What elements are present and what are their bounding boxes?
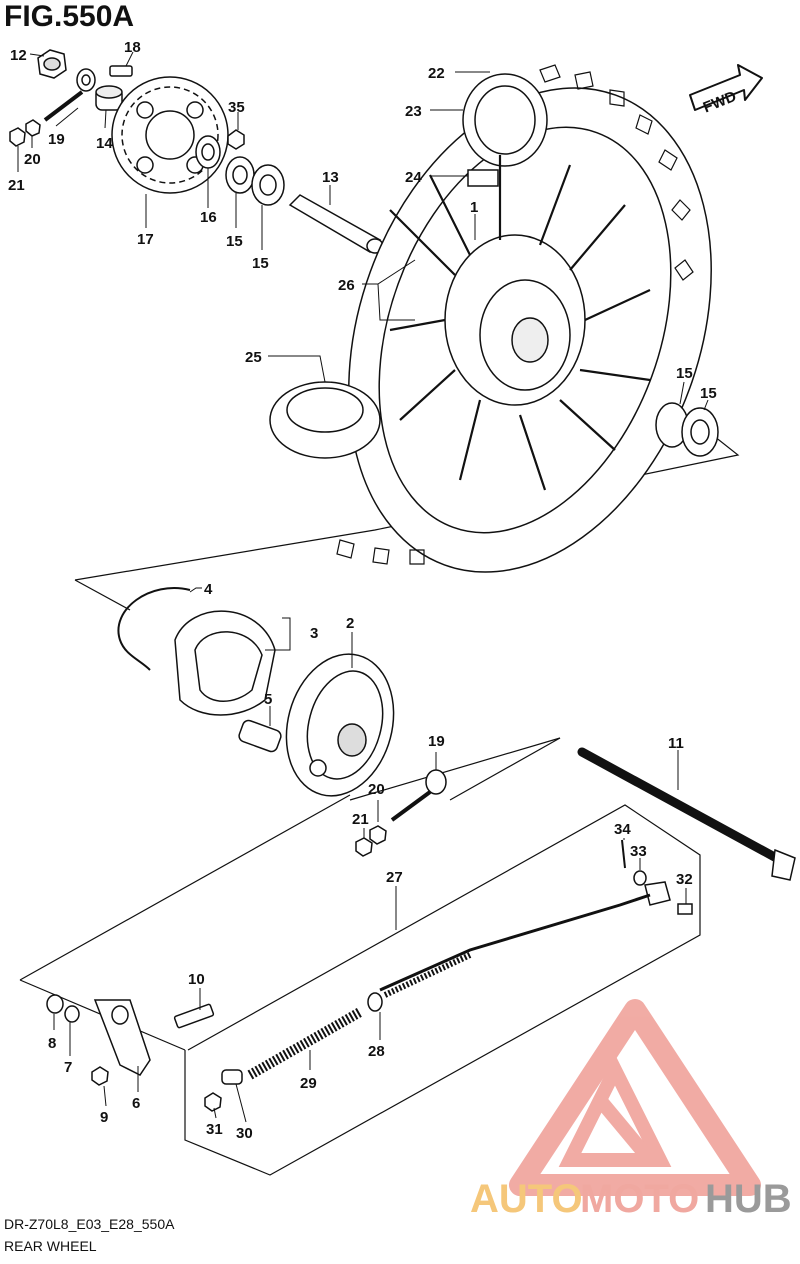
group-lines bbox=[19, 424, 740, 1176]
callout-15-c: 15 bbox=[676, 365, 693, 382]
callout-17: 17 bbox=[137, 231, 154, 248]
nut-9 bbox=[91, 1066, 109, 1086]
nut-31 bbox=[204, 1092, 222, 1112]
brake-arm-6 bbox=[93, 999, 151, 1076]
brake-rod-27 bbox=[379, 893, 651, 992]
wheel-assembly bbox=[269, 64, 719, 573]
nut-21 bbox=[9, 127, 26, 147]
watermark-hub: HUB bbox=[705, 1177, 792, 1221]
axle-11 bbox=[577, 747, 785, 865]
callout-28: 28 bbox=[368, 1043, 385, 1060]
callout-15-d: 15 bbox=[700, 385, 717, 402]
spring-29 bbox=[247, 1007, 363, 1080]
callout-8: 8 bbox=[48, 1035, 56, 1052]
callout-18: 18 bbox=[124, 39, 141, 56]
spacer-13 bbox=[288, 194, 382, 253]
spring-4 bbox=[117, 587, 191, 671]
callout-labels: 12 18 19 14 35 20 21 16 17 15 15 13 22 2… bbox=[8, 39, 717, 1142]
callout-26: 26 bbox=[338, 277, 355, 294]
bolt-18 bbox=[109, 65, 133, 77]
brake-rod-assembly bbox=[46, 839, 693, 1112]
callout-9: 9 bbox=[100, 1109, 108, 1126]
axle-head bbox=[771, 848, 796, 881]
callout-35: 35 bbox=[228, 99, 245, 116]
brake-panel-2 bbox=[285, 653, 395, 797]
callout-11: 11 bbox=[668, 735, 684, 752]
washer-7 bbox=[64, 1005, 80, 1023]
callout-29: 29 bbox=[300, 1075, 317, 1092]
callout-2: 2 bbox=[346, 615, 354, 632]
callout-15-b: 15 bbox=[252, 255, 269, 272]
brake-cam-5 bbox=[238, 719, 282, 753]
callout-1: 1 bbox=[470, 199, 478, 216]
callout-19-b: 19 bbox=[428, 733, 445, 750]
cotter-pin-34 bbox=[621, 839, 626, 869]
callout-32: 32 bbox=[676, 871, 693, 888]
nut-21b bbox=[355, 837, 373, 857]
washer-28 bbox=[367, 992, 383, 1012]
callout-23: 23 bbox=[405, 103, 422, 120]
callout-20-b: 20 bbox=[368, 781, 385, 798]
callout-12: 12 bbox=[10, 47, 27, 64]
nut-35 bbox=[227, 129, 245, 150]
nut-20b bbox=[369, 825, 387, 845]
callout-27: 27 bbox=[386, 869, 403, 886]
washer-33 bbox=[633, 870, 647, 886]
callout-10: 10 bbox=[188, 971, 205, 988]
callout-34: 34 bbox=[614, 821, 631, 838]
callout-22: 22 bbox=[428, 65, 445, 82]
callout-7: 7 bbox=[64, 1059, 72, 1076]
callout-25: 25 bbox=[245, 349, 262, 366]
fwd-arrow: FWD bbox=[689, 64, 763, 116]
callout-21: 21 bbox=[8, 177, 25, 194]
callout-15-a: 15 bbox=[226, 233, 243, 250]
figure-title: FIG.550A bbox=[4, 0, 135, 33]
washer-8 bbox=[46, 994, 64, 1014]
callout-16: 16 bbox=[200, 209, 217, 226]
rod-joint bbox=[644, 881, 671, 906]
callout-33: 33 bbox=[630, 843, 647, 860]
callout-19: 19 bbox=[48, 131, 65, 148]
callout-30: 30 bbox=[236, 1125, 253, 1142]
washer-19b bbox=[425, 769, 447, 795]
sprocket-assembly bbox=[9, 49, 384, 254]
rim-band-24 bbox=[467, 169, 499, 187]
bolt-10 bbox=[173, 1003, 215, 1029]
callout-13: 13 bbox=[322, 169, 339, 186]
joint-30 bbox=[221, 1069, 243, 1085]
watermark-moto: MOTO bbox=[580, 1177, 699, 1221]
callout-4: 4 bbox=[204, 581, 213, 598]
brake-assembly bbox=[117, 587, 796, 881]
callout-5: 5 bbox=[264, 691, 272, 708]
callout-31: 31 bbox=[206, 1121, 223, 1138]
figure-code: DR-Z70L8_E03_E28_550A bbox=[4, 1216, 175, 1232]
callout-3: 3 bbox=[310, 625, 318, 642]
callout-24: 24 bbox=[405, 169, 422, 186]
callout-21-b: 21 bbox=[352, 811, 369, 828]
leader-lines bbox=[17, 51, 709, 1123]
callout-6: 6 bbox=[132, 1095, 140, 1112]
figure-name: REAR WHEEL bbox=[4, 1238, 97, 1254]
watermark-logo bbox=[509, 999, 761, 1196]
bolt-32 bbox=[677, 903, 693, 915]
callout-14: 14 bbox=[96, 135, 113, 152]
watermark-auto: AUTO bbox=[470, 1177, 583, 1221]
callout-20: 20 bbox=[24, 151, 41, 168]
washer-20 bbox=[25, 119, 41, 137]
watermark-text: AUTO MOTO HUB bbox=[470, 1177, 792, 1221]
